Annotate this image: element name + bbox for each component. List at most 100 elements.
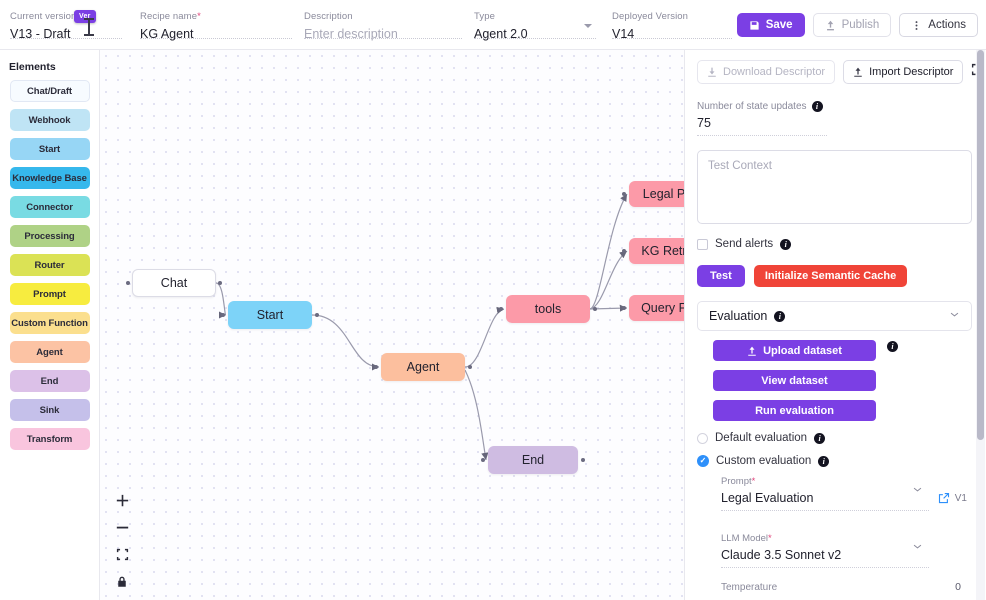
upload-icon	[853, 67, 863, 77]
info-icon[interactable]: i	[887, 340, 898, 352]
sidebar-item-sink[interactable]: Sink	[9, 399, 90, 421]
canvas-node-label: Legal P	[642, 187, 684, 201]
field-value: Enter description	[304, 27, 398, 41]
upload-dataset-button[interactable]: Upload dataset	[713, 340, 876, 361]
view-dataset-button[interactable]: View dataset	[713, 370, 876, 391]
canvas-node-label: Query P	[641, 301, 684, 315]
info-icon[interactable]: i	[811, 101, 823, 112]
node-port-l[interactable]	[622, 192, 626, 196]
sidebar-item-label: End	[40, 375, 59, 387]
canvas-controls	[115, 493, 129, 588]
save-button[interactable]: Save	[736, 13, 805, 37]
top-bar: Current version V13 - Draft Ver Recipe n…	[0, 0, 986, 50]
canvas-node-end[interactable]: End	[481, 446, 585, 474]
node-port-l[interactable]	[622, 306, 626, 310]
field-deployed-version[interactable]: Deployed Version V14	[612, 0, 732, 41]
test-button[interactable]: Test	[697, 265, 745, 287]
canvas-node-agent[interactable]: Agent	[374, 353, 472, 381]
info-icon[interactable]: i	[780, 238, 792, 250]
download-descriptor-button[interactable]: Download Descriptor	[697, 60, 836, 84]
sidebar-item-router[interactable]: Router	[9, 254, 90, 276]
info-icon[interactable]: i	[774, 310, 786, 322]
info-icon[interactable]: i	[814, 432, 826, 444]
canvas-node-query-p[interactable]: Query P	[622, 295, 684, 321]
prompt-external-link[interactable]: V1	[938, 492, 967, 504]
temperature-value: 0	[955, 581, 961, 593]
test-actions: Test Initialize Semantic Cache	[697, 265, 972, 287]
sidebar-item-transform[interactable]: Transform	[9, 428, 90, 450]
chevron-down-icon[interactable]	[584, 24, 592, 28]
sidebar-item-connector[interactable]: Connector	[9, 196, 90, 218]
field-label: Type	[474, 11, 495, 22]
field-type[interactable]: Type Agent 2.0	[474, 0, 596, 41]
prompt-version-label: V1	[954, 492, 967, 504]
node-port-r[interactable]	[581, 458, 585, 462]
sidebar-item-chat-draft[interactable]: Chat/Draft	[9, 80, 90, 102]
initialize-semantic-cache-button[interactable]: Initialize Semantic Cache	[753, 265, 908, 287]
canvas-node-label: tools	[534, 302, 562, 316]
chevron-down-icon[interactable]	[912, 482, 923, 500]
node-port-l[interactable]	[622, 249, 626, 253]
sidebar-item-webhook[interactable]: Webhook	[9, 109, 90, 131]
canvas-node-legal-p[interactable]: Legal P	[622, 181, 684, 207]
node-port-r[interactable]	[593, 307, 597, 311]
llm-model-select[interactable]: LLM Model* Claude 3.5 Sonnet v2	[721, 533, 929, 568]
field-current-version[interactable]: Current version V13 - Draft	[10, 0, 122, 41]
node-port-l[interactable]	[481, 458, 485, 462]
chevron-down-icon[interactable]	[949, 309, 960, 323]
canvas-node-tools[interactable]: tools	[499, 295, 597, 323]
state-updates-group: Number of state updates i 75	[697, 101, 972, 136]
top-actions: Save Publish Actions	[736, 13, 978, 37]
evaluation-accordion-header[interactable]: Evaluation i	[697, 301, 972, 331]
node-port-r[interactable]	[218, 281, 222, 285]
fit-view-icon[interactable]	[115, 547, 129, 561]
sidebar-item-prompt[interactable]: Prompt	[9, 283, 90, 305]
sidebar-item-label: Custom Function	[11, 317, 88, 329]
test-context-textarea[interactable]: Test Context	[697, 150, 972, 224]
publish-button[interactable]: Publish	[812, 13, 892, 37]
canvas-node-chat[interactable]: Chat	[126, 269, 222, 297]
zoom-in-icon[interactable]	[115, 493, 129, 507]
state-updates-label: Number of state updates	[697, 101, 807, 112]
node-port-l[interactable]	[126, 281, 130, 285]
custom-evaluation-radio[interactable]	[697, 455, 709, 467]
canvas-node-start[interactable]: Start	[221, 301, 319, 329]
lock-icon[interactable]	[115, 574, 129, 588]
state-updates-input[interactable]: 75	[697, 116, 827, 136]
node-port-r[interactable]	[468, 365, 472, 369]
node-port-l[interactable]	[221, 313, 225, 317]
scrollbar-thumb[interactable]	[977, 50, 984, 440]
sidebar-item-processing[interactable]: Processing	[9, 225, 90, 247]
sidebar-item-label: Knowledge Base	[12, 172, 87, 184]
sidebar-item-start[interactable]: Start	[9, 138, 90, 160]
info-icon[interactable]: i	[818, 455, 830, 467]
field-description[interactable]: Description Enter description	[304, 0, 462, 41]
send-alerts-checkbox[interactable]	[697, 238, 708, 250]
node-port-l[interactable]	[499, 307, 503, 311]
sidebar-item-end[interactable]: End	[9, 370, 90, 392]
field-recipe-name[interactable]: Recipe name* KG Agent	[140, 0, 292, 41]
sidebar-item-knowledge-base[interactable]: Knowledge Base	[9, 167, 90, 189]
default-evaluation-radio[interactable]	[697, 432, 708, 444]
version-badge[interactable]: Ver	[74, 10, 96, 23]
run-evaluation-button[interactable]: Run evaluation	[713, 400, 876, 421]
right-panel-scrollbar[interactable]	[976, 50, 985, 600]
sidebar-item-label: Chat/Draft	[27, 85, 72, 97]
canvas-node-kg-retr[interactable]: KG Retr	[622, 238, 684, 264]
import-descriptor-button[interactable]: Import Descriptor	[843, 60, 964, 84]
chevron-down-icon[interactable]	[912, 539, 923, 557]
upload-icon	[747, 346, 757, 356]
prompt-select[interactable]: Prompt* Legal Evaluation V1	[721, 476, 967, 511]
sidebar-item-custom-function[interactable]: Custom Function	[9, 312, 90, 334]
node-port-l[interactable]	[374, 365, 378, 369]
default-evaluation-row[interactable]: Default evaluation i	[697, 432, 972, 444]
sidebar-item-label: Connector	[26, 201, 73, 213]
actions-button[interactable]: Actions	[899, 13, 978, 37]
sidebar-item-agent[interactable]: Agent	[9, 341, 90, 363]
node-port-r[interactable]	[315, 313, 319, 317]
custom-evaluation-row[interactable]: Custom evaluation i	[697, 455, 972, 467]
field-value: V14	[612, 27, 635, 41]
descriptor-actions: Download Descriptor Import Descriptor	[697, 60, 984, 84]
zoom-out-icon[interactable]	[115, 520, 129, 534]
